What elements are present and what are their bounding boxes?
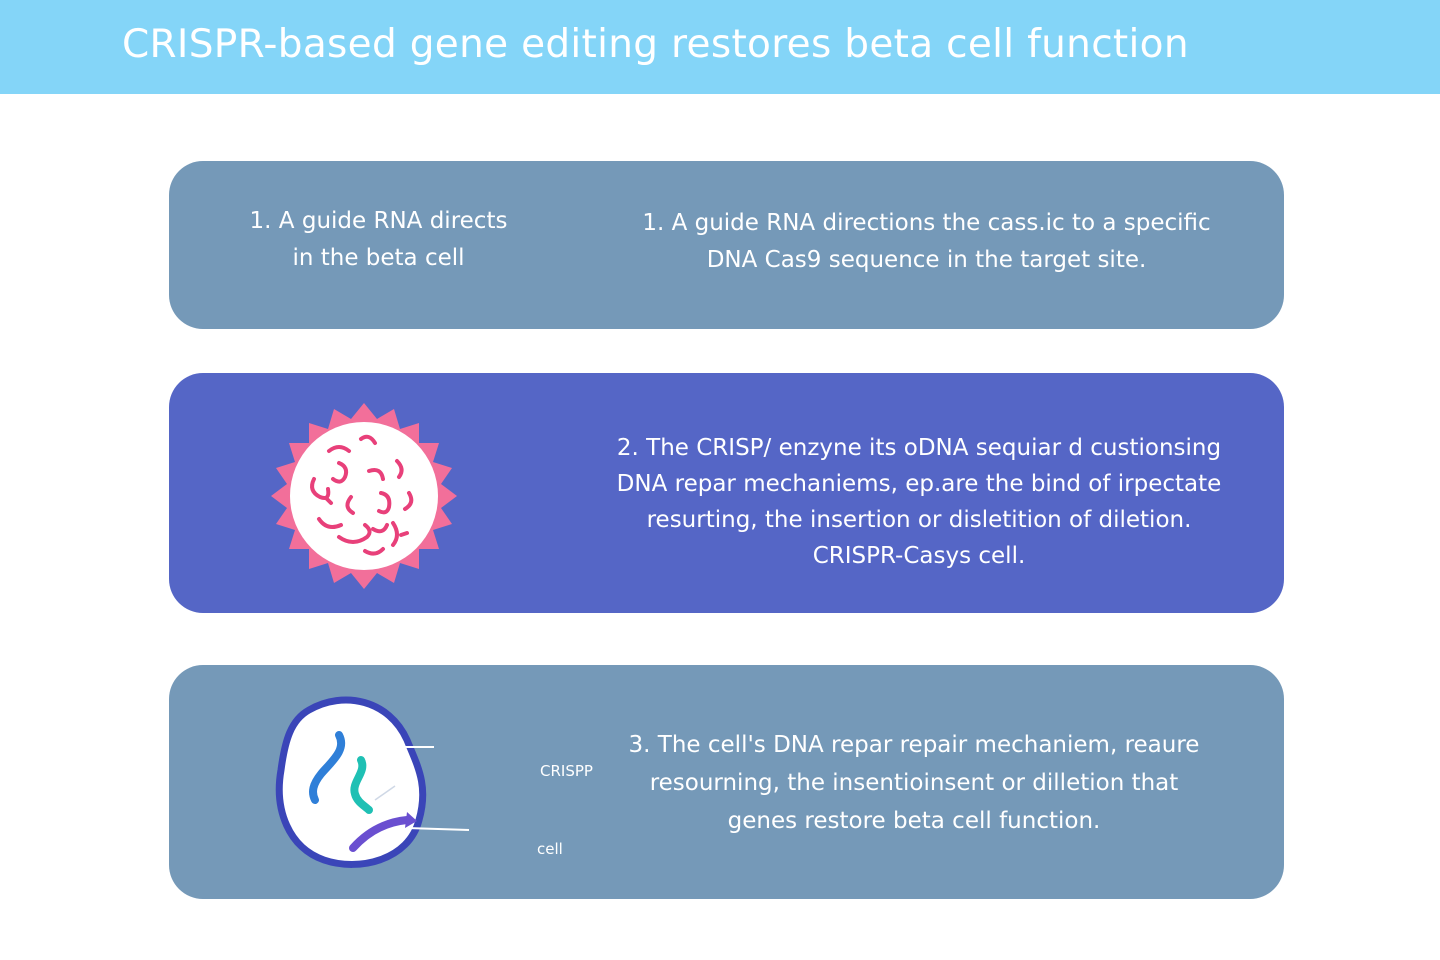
step-3-description-line: resourning, the insentioinsent or dillet… bbox=[649, 770, 1179, 796]
step-1-description: 1. A guide RNA directions the cass.ic to… bbox=[594, 205, 1259, 279]
cell-body bbox=[290, 422, 438, 570]
step-2-description-line: resurting, the insertion or disletition … bbox=[646, 507, 1192, 533]
arrow-head bbox=[405, 812, 417, 828]
purple-strand bbox=[349, 816, 411, 852]
step-1-description-line: DNA Cas9 sequence in the target site. bbox=[706, 247, 1147, 273]
cell-edit-illustration: CRISPP cell bbox=[269, 690, 593, 875]
page-title: CRISPR-based gene editing restores beta … bbox=[122, 22, 1189, 67]
step-3-description-line: genes restore beta cell function. bbox=[727, 808, 1101, 834]
step-3-description-line: 3. The cell's DNA repar repair mechaniem… bbox=[628, 732, 1200, 758]
step-card-3: CRISPP cell 3. The cell's DNA repar repa… bbox=[169, 665, 1284, 899]
blue-strand bbox=[309, 731, 345, 804]
header-banner: CRISPR-based gene editing restores beta … bbox=[0, 0, 1440, 94]
step-2-description: 2. The CRISP/ enzyne its oDNA sequiar d … bbox=[589, 430, 1249, 574]
step-1-summary-line: in the beta cell bbox=[292, 245, 465, 271]
step-2-description-line: DNA repar mechaniems, ep.are the bind of… bbox=[616, 471, 1222, 497]
teal-strand bbox=[350, 756, 373, 814]
step-1-summary-line: 1. A guide RNA directs bbox=[249, 208, 508, 234]
cell-label: cell bbox=[537, 840, 563, 858]
inner-pointer-line bbox=[374, 785, 396, 801]
step-3-description: 3. The cell's DNA repar repair mechaniem… bbox=[589, 726, 1239, 840]
cell-outline bbox=[275, 696, 427, 868]
step-2-description-line: CRISPR-Casys cell. bbox=[812, 543, 1026, 569]
beta-cell-dna-icon bbox=[271, 403, 457, 589]
step-card-2: 2. The CRISP/ enzyne its oDNA sequiar d … bbox=[169, 373, 1284, 613]
cell-edit-icon bbox=[275, 696, 470, 868]
step-card-1: 1. A guide RNA directs in the beta cell … bbox=[169, 161, 1284, 329]
cell-pointer-line bbox=[406, 827, 470, 831]
crispr-label: CRISPP bbox=[540, 762, 593, 780]
step-2-description-line: 2. The CRISP/ enzyne its oDNA sequiar d … bbox=[616, 435, 1222, 461]
step-1-description-line: 1. A guide RNA directions the cass.ic to… bbox=[642, 210, 1211, 236]
step-1-summary: 1. A guide RNA directs in the beta cell bbox=[191, 203, 566, 277]
dna-fragments bbox=[310, 434, 414, 556]
